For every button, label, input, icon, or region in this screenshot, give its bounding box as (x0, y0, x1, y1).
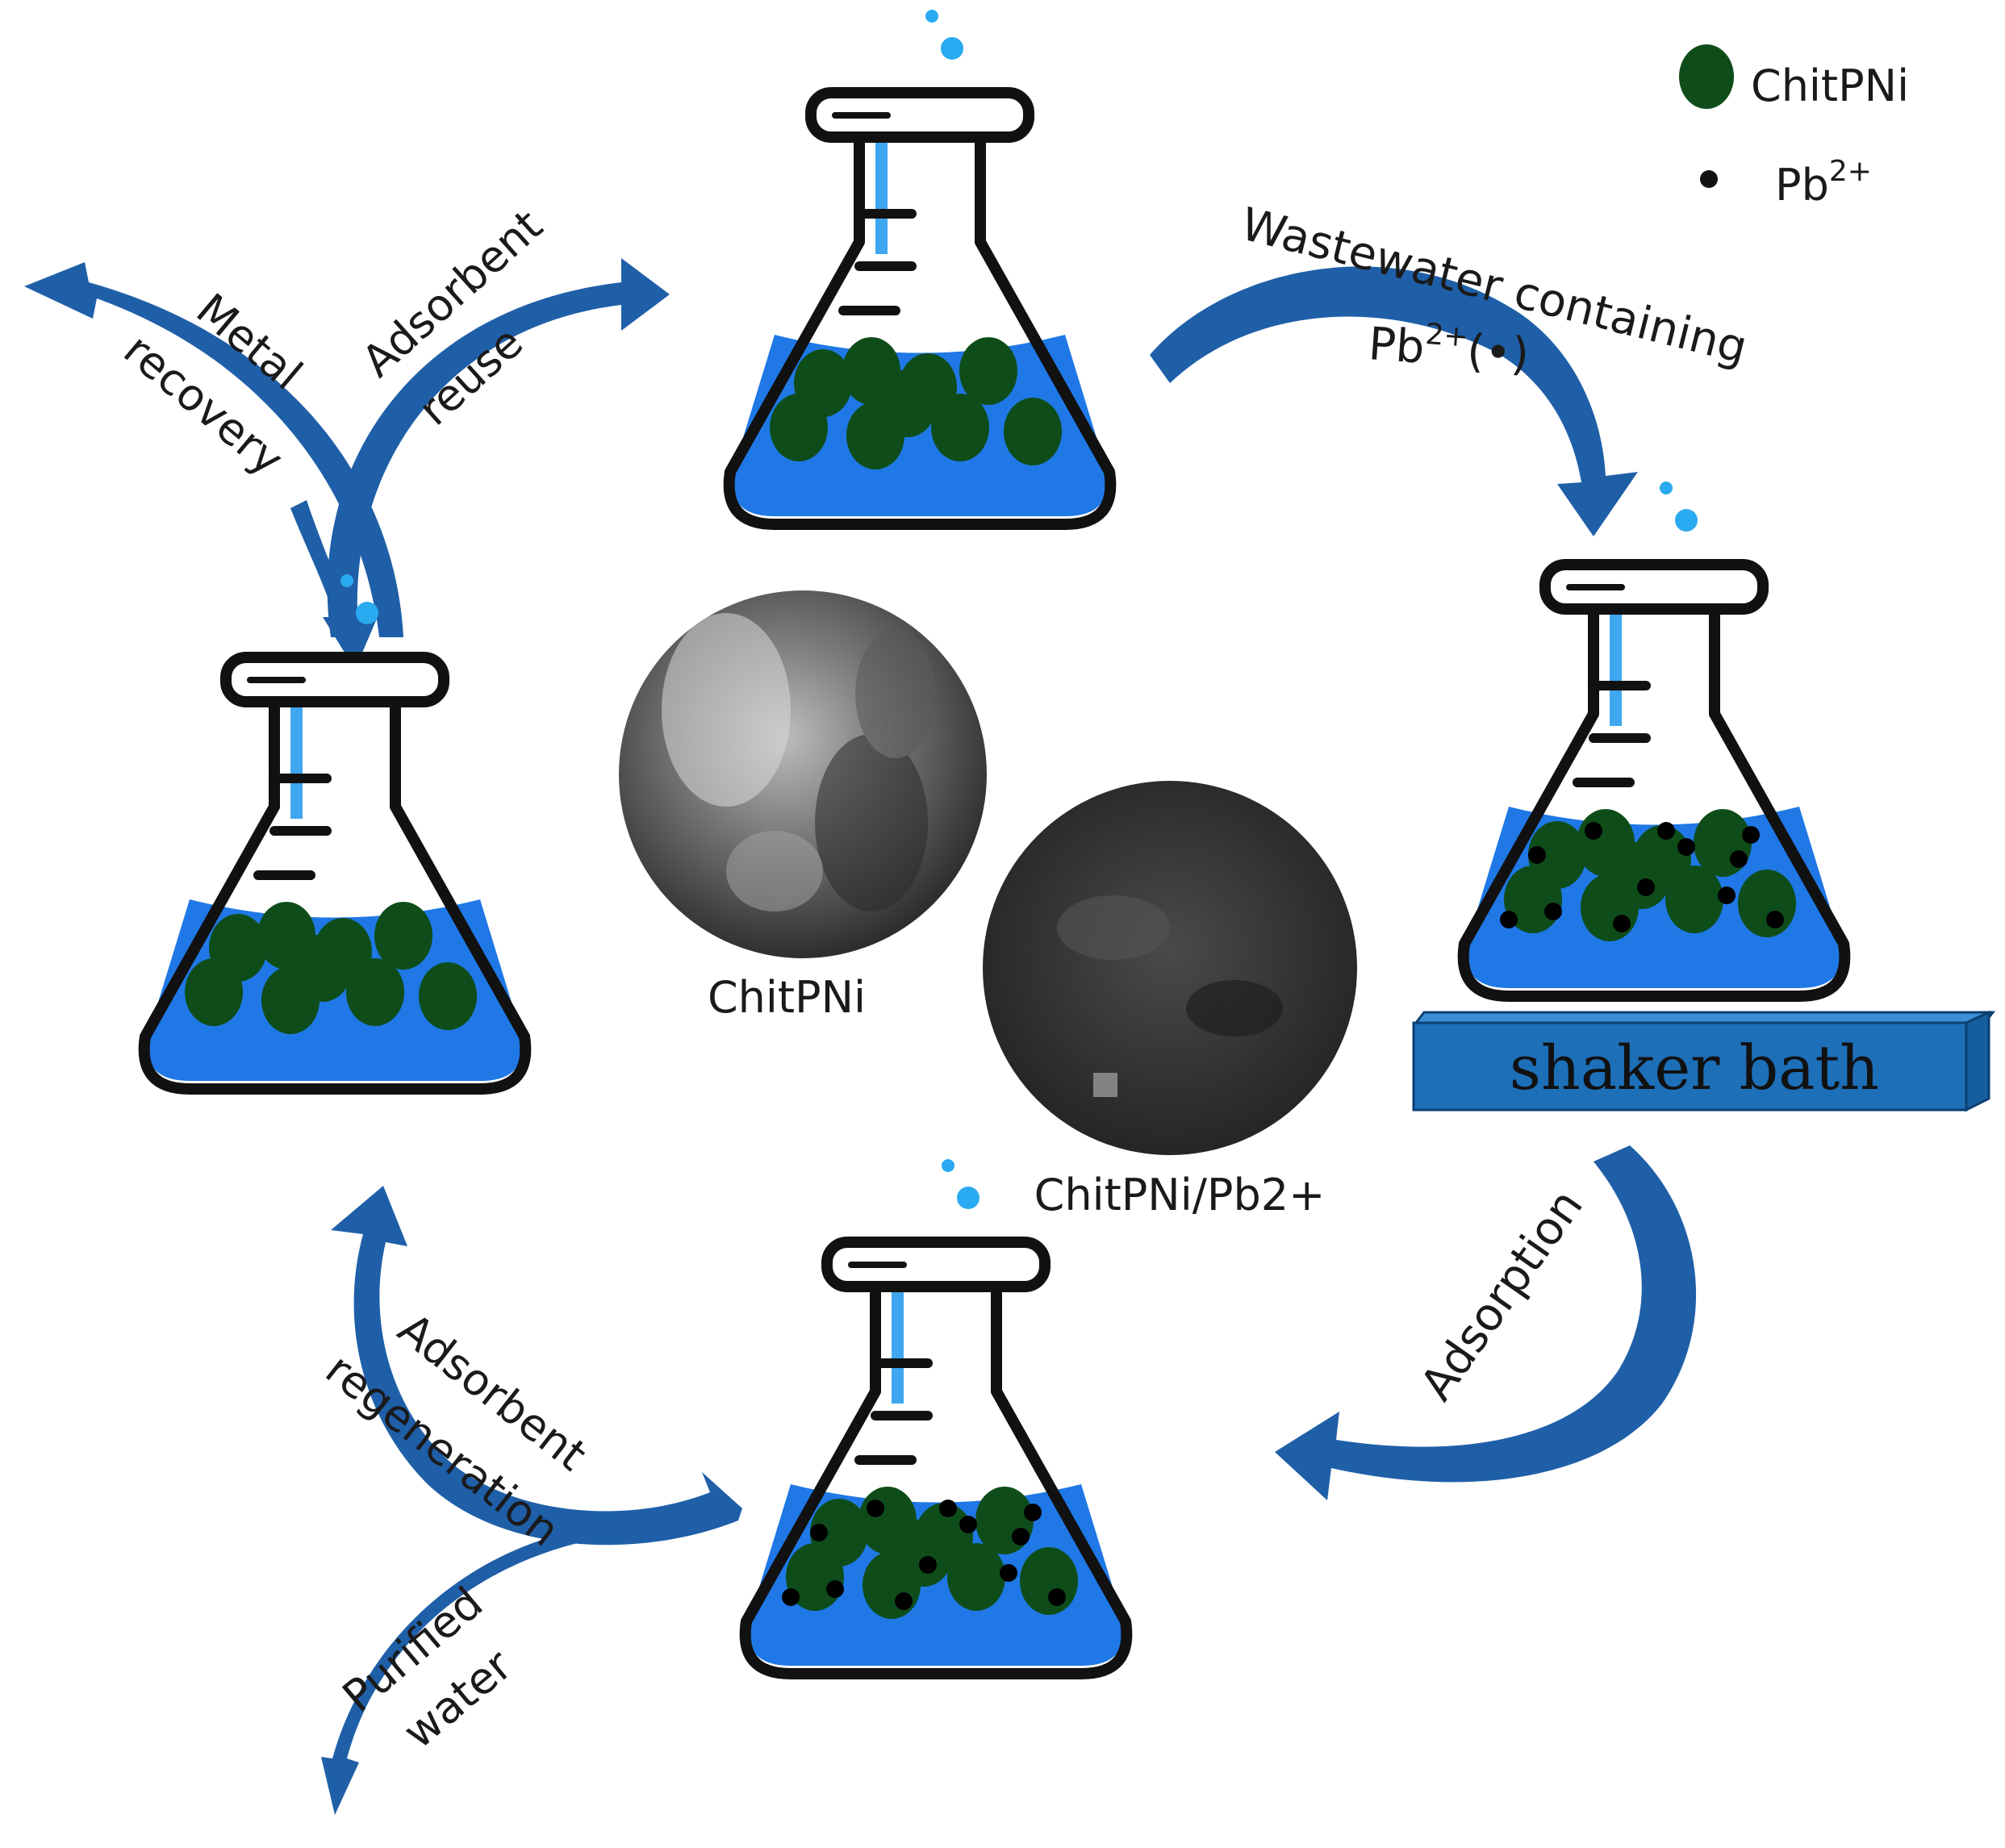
chitpni-bead (959, 337, 1017, 405)
pb-ion (1730, 850, 1748, 868)
pb-ion (1528, 846, 1546, 864)
flask-outline (138, 692, 532, 1095)
sem-chitpni-pb-image (983, 781, 1357, 1155)
purified-water-label: Purified water (333, 1577, 522, 1758)
flask-rim (1539, 559, 1769, 615)
shaker-bath-side (1965, 1010, 1990, 1112)
flask-liquid-highlight (290, 706, 303, 819)
bubble (356, 602, 378, 624)
bubble (957, 1187, 980, 1209)
wastewater-pb-text: Pb2+(•) (1367, 314, 1531, 382)
chitpni-bead (185, 958, 243, 1026)
legend-chitpni-symbol (1679, 44, 1734, 109)
flask-liquid-highlight (875, 141, 888, 254)
chitpni-bead (346, 958, 404, 1026)
sem-chitpni: ChitPNi (619, 590, 987, 1023)
pb-ion (1048, 1588, 1066, 1606)
regeneration-arrow (331, 1186, 742, 1546)
pb-ion (1766, 911, 1784, 928)
chitpni-bead (1004, 398, 1062, 465)
pb-ion (1544, 903, 1562, 920)
pb-ion (782, 1588, 800, 1606)
pb-ion (826, 1580, 844, 1598)
flask-rim (805, 87, 1034, 143)
pb-ion (1718, 886, 1736, 904)
pb-ion (1012, 1528, 1030, 1546)
chitpni-bead (1738, 870, 1796, 937)
pb-ion (1637, 878, 1655, 896)
flask-liquid-highlight (892, 1291, 904, 1404)
chitpni-bead (770, 394, 828, 461)
flasks (138, 10, 1851, 1679)
bubble (340, 574, 353, 587)
chitpni-bead (931, 394, 989, 461)
flask-bottom (739, 1159, 1133, 1679)
pb-ion (959, 1516, 977, 1533)
bubble (1660, 482, 1673, 494)
chitpni-bead (294, 934, 352, 1002)
purified-water-arrow (321, 1525, 609, 1815)
pb-ion (1000, 1564, 1017, 1582)
sem-chitpni-pb: ChitPNi/Pb2+ (983, 781, 1357, 1220)
adsorption-label: Adsorption (1410, 1180, 1594, 1410)
chitpni-bead (1613, 841, 1671, 909)
pb-ion (867, 1500, 884, 1517)
pb-ion (1024, 1504, 1042, 1521)
shaker-bath: shaker bath (1412, 1010, 1996, 1112)
pb-ion (1742, 826, 1760, 844)
chitpni-bead (419, 962, 477, 1030)
pb-ion (939, 1500, 957, 1517)
flask-rim (220, 652, 449, 707)
bubble (1675, 509, 1698, 532)
pb-ion (1500, 911, 1518, 928)
chitpni-bead (1665, 866, 1723, 933)
flask-outline (1457, 599, 1851, 1002)
sem-chitpni-pb-label: ChitPNi/Pb2+ (1034, 1170, 1326, 1220)
flask-outline (723, 127, 1117, 530)
bubble (925, 10, 938, 23)
pb-ion (1613, 915, 1631, 932)
metal-recovery-arrow (24, 262, 403, 637)
arrows (24, 258, 1697, 1815)
flask-left (138, 574, 532, 1095)
pb-ion (1585, 822, 1602, 840)
into-left-flask-arrow (290, 500, 379, 670)
pb-ion (1657, 822, 1675, 840)
chitpni-bead (895, 1519, 953, 1587)
legend-chitpni-label: ChitPNi (1751, 60, 1909, 111)
chitpni-bead (1020, 1547, 1078, 1615)
pb-ion (810, 1524, 828, 1541)
pb-ion (1677, 838, 1695, 856)
wastewater-arrow (1150, 266, 1638, 536)
chitpni-bead (374, 902, 432, 970)
flask-rim (821, 1237, 1051, 1292)
shaker-bath-top (1413, 1011, 1996, 1024)
flask-top (723, 10, 1117, 530)
legend: ChitPNi Pb2+ (1679, 44, 1909, 211)
flask-right (1457, 482, 1851, 1002)
legend-pb-symbol (1700, 170, 1718, 188)
adsorbent-reuse-arrow (327, 258, 670, 637)
bubble (941, 37, 963, 60)
chitpni-bead (947, 1543, 1005, 1611)
flask-liquid-highlight (1610, 613, 1622, 726)
sem-chitpni-label: ChitPNi (708, 972, 866, 1023)
chitpni-bead (879, 369, 937, 437)
pb-ion (919, 1556, 937, 1574)
shaker-bath-label: shaker bath (1510, 1032, 1879, 1103)
bubble (942, 1159, 954, 1172)
legend-pb-label: Pb2+ (1775, 155, 1872, 211)
pb-ion (895, 1592, 913, 1610)
adsorption-arrow (1275, 1145, 1697, 1500)
flask-outline (739, 1277, 1133, 1679)
